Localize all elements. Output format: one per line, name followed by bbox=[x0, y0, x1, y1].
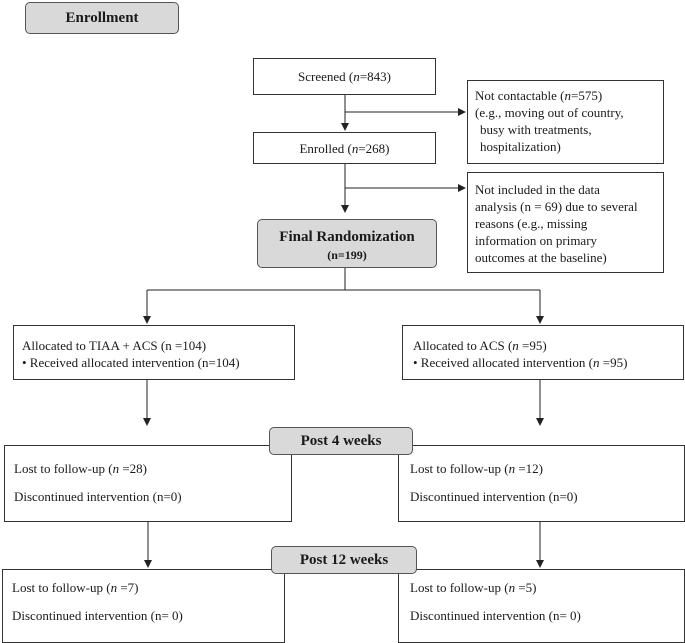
left-4-weeks-lost: Lost to follow-up (n =28) bbox=[14, 461, 147, 476]
enrolled-text: Enrolled (n=268) bbox=[299, 141, 390, 156]
final-randomization-header: Final Randomization (n=199) bbox=[257, 219, 437, 268]
not-contactable-reason-1: (e.g., moving out of country, bbox=[475, 105, 624, 120]
final-randomization-title: Final Randomization bbox=[279, 229, 415, 245]
enrollment-header: Enrollment bbox=[25, 2, 179, 34]
enrolled-box: Enrolled (n=268) bbox=[253, 132, 436, 164]
not-contactable-box: Not contactable (n=575) (e.g., moving ou… bbox=[467, 80, 664, 164]
post-4-weeks-header: Post 4 weeks bbox=[269, 427, 413, 455]
not-contactable-reason-3: hospitalization) bbox=[480, 139, 561, 154]
right-allocation-box: Allocated to ACS (n =95) • Received allo… bbox=[402, 325, 684, 380]
right-12-weeks-lost: Lost to follow-up (n =5) bbox=[410, 580, 537, 595]
right-12-weeks-discontinued: Discontinued intervention (n= 0) bbox=[410, 608, 581, 623]
left-allocation-box: Allocated to TIAA + ACS (n =104) • Recei… bbox=[13, 325, 295, 380]
left-allocation-received: • Received allocated intervention (n=104… bbox=[22, 355, 240, 370]
final-randomization-count: (n=199) bbox=[327, 248, 367, 262]
left-4-weeks-discontinued: Discontinued intervention (n=0) bbox=[14, 489, 182, 504]
not-included-line-3: reasons (e.g., missing bbox=[475, 216, 588, 231]
right-allocation-title: Allocated to ACS (n =95) bbox=[413, 338, 547, 353]
screened-text: Screened (n=843) bbox=[298, 69, 391, 84]
not-contactable-reason-2: busy with treatments, bbox=[480, 122, 592, 137]
post-12-weeks-header: Post 12 weeks bbox=[271, 546, 417, 574]
right-allocation-received: • Received allocated intervention (n =95… bbox=[413, 355, 628, 370]
left-12-weeks-discontinued: Discontinued intervention (n= 0) bbox=[12, 608, 183, 623]
left-12-weeks-lost: Lost to follow-up (n =7) bbox=[12, 580, 139, 595]
left-12-weeks-box: Lost to follow-up (n =7) Discontinued in… bbox=[2, 569, 285, 643]
screened-box: Screened (n=843) bbox=[253, 58, 436, 95]
not-included-line-1: Not included in the data bbox=[475, 182, 600, 197]
enrollment-label: Enrollment bbox=[65, 10, 139, 26]
not-contactable-count: Not contactable (n=575) bbox=[475, 88, 603, 103]
not-included-line-4: information on primary bbox=[475, 233, 598, 248]
right-12-weeks-box: Lost to follow-up (n =5) Discontinued in… bbox=[398, 569, 685, 643]
not-included-line-5: outcomes at the baseline) bbox=[475, 250, 607, 265]
left-4-weeks-box: Lost to follow-up (n =28) Discontinued i… bbox=[4, 445, 292, 522]
left-allocation-title: Allocated to TIAA + ACS (n =104) bbox=[22, 338, 207, 353]
post-4-weeks-label: Post 4 weeks bbox=[300, 433, 382, 449]
not-included-line-2: analysis (n = 69) due to several bbox=[475, 199, 638, 214]
right-4-weeks-lost: Lost to follow-up (n =12) bbox=[410, 461, 543, 476]
not-included-box: Not included in the data analysis (n = 6… bbox=[467, 172, 664, 273]
right-4-weeks-box: Lost to follow-up (n =12) Discontinued i… bbox=[398, 445, 685, 522]
post-12-weeks-label: Post 12 weeks bbox=[299, 552, 389, 568]
right-4-weeks-discontinued: Discontinued intervention (n=0) bbox=[410, 489, 578, 504]
